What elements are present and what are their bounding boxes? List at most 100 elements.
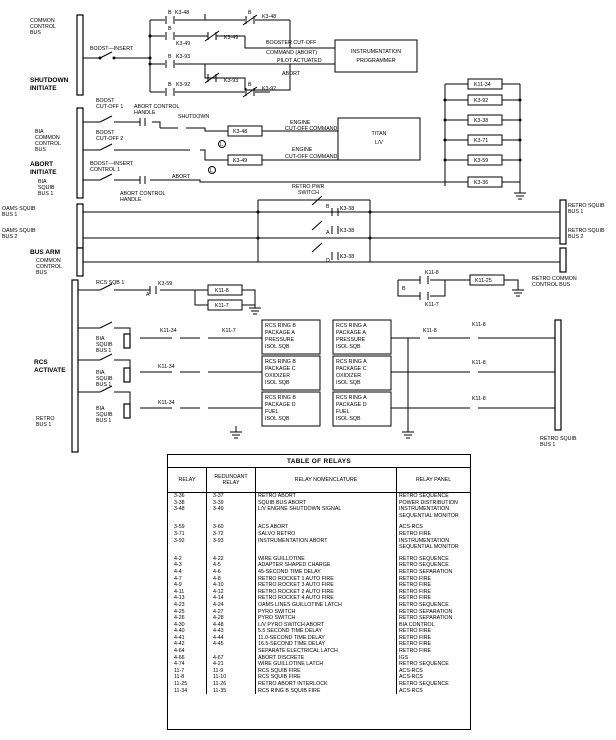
label-b: B: [168, 82, 172, 88]
cell-relay: 4-4: [168, 568, 207, 576]
label-line: CUT-OFF 1: [96, 104, 123, 110]
label-k11-8-r1b: K11-8: [472, 322, 486, 328]
switch: [99, 115, 113, 123]
node: [443, 158, 447, 162]
label-b: B: [248, 82, 252, 88]
ground-symbol: [514, 186, 526, 200]
node: [148, 34, 152, 38]
label-line: CONTROL BUS: [532, 282, 571, 288]
contact: [149, 286, 157, 294]
cell-nomenclature: [255, 544, 397, 551]
cell-relay: [168, 544, 207, 551]
label-line: COMMON: [36, 258, 61, 264]
wire: [257, 200, 371, 262]
label-line: COMMON: [30, 18, 55, 24]
cell-redundant: 11-10: [206, 674, 256, 682]
wire: [83, 121, 161, 128]
label-a: A: [326, 230, 330, 236]
node: [148, 62, 152, 66]
box-text-line: RCS RING B: [265, 359, 296, 365]
label-bia-squib-bus-1: BIA SQUIB BUS 1: [38, 179, 56, 197]
label-line: BUS: [36, 270, 47, 276]
relay-coil-k3-92: [467, 94, 503, 106]
cell-panel: ACS-RCS: [399, 667, 423, 674]
cell-redundant: [206, 512, 256, 520]
cell-relay: 3-92: [168, 537, 207, 545]
cell-relay: 4-2: [168, 550, 207, 563]
box-text-line: PRESSURE: [265, 337, 295, 343]
switch-contact: [99, 51, 113, 59]
box-text-line: PRESSURE: [336, 337, 366, 343]
bia-squib-block-2: [123, 367, 131, 383]
label-b: B: [168, 26, 172, 32]
label-command-abort: COMMAND (ABORT): [266, 50, 317, 56]
label-line: BOOST—INSERT: [90, 161, 134, 167]
header-redundant: REDUNDANT RELAY: [206, 468, 256, 493]
node: [443, 138, 447, 142]
box-outline: [334, 39, 418, 73]
k3-38-contacts: [331, 208, 339, 260]
cell-nomenclature: SALVO RETRO: [255, 530, 397, 538]
retro-squib-bus-rcs: [554, 319, 562, 431]
label-line: RETRO: [36, 416, 55, 422]
node: [443, 118, 447, 122]
cell-nomenclature: RETRO ABORT INTERLOCK: [255, 681, 397, 688]
label-k11-34-r2: K11-34: [158, 364, 175, 370]
label-line: BIA: [96, 406, 105, 412]
cell-redundant: 4-48: [206, 621, 256, 629]
cell-relay: 4-7: [168, 575, 207, 583]
bia-squib-block-3: [123, 403, 131, 419]
label-line: BUS 2: [568, 234, 583, 240]
label-line: BUS: [35, 147, 46, 153]
cell-redundant: [206, 544, 256, 551]
table-title: TABLE OF RELAYS: [168, 455, 470, 468]
cell-panel: RETRO FIRE: [399, 648, 432, 655]
cell-redundant: 4-21: [206, 661, 256, 668]
label-line: BUS 1: [96, 418, 111, 424]
node: [256, 236, 260, 240]
label-boost-cutoff-1: BOOST CUT-OFF 1: [96, 98, 123, 110]
label-oams-squib-bus-1: OAMS SQUIB BUS 1: [2, 206, 37, 218]
cell-nomenclature: 16.5-SECOND TIME DELAY: [255, 641, 397, 649]
label-l: L: [210, 168, 213, 174]
label-line: OAMS SQUIB: [2, 228, 36, 234]
label-k3-93-b: K3-93: [224, 78, 238, 84]
box-text-line: FUEL: [336, 409, 350, 415]
cell-relay: 4-66: [168, 654, 207, 662]
cell-redundant: 3-93: [206, 537, 256, 545]
initiate-text: INITIATE: [30, 169, 57, 176]
cell-panel: RETRO SEQUENCE: [399, 601, 449, 608]
box-text-line: OXIDIZER: [336, 373, 361, 379]
box-text-line: ISOL SQB: [336, 380, 361, 386]
label-boost-insert-control-1: BOOST—INSERT CONTROL 1: [90, 161, 135, 173]
oams-bus-block: [76, 203, 84, 249]
label-common-control-bus-top: COMMON CONTROL BUS: [30, 18, 57, 36]
bia-common-control-bus: [76, 107, 84, 199]
box-text-line: ISOL SQB: [265, 416, 290, 422]
cell-panel: RETRO SEPARATION: [399, 615, 453, 622]
label-line: BUS 1: [96, 348, 111, 354]
label-cutoff-command: CUT-OFF COMMAND: [285, 126, 338, 132]
cell-nomenclature: ADAPTER SHAPED CHARGE: [255, 562, 397, 569]
label-oams-squib-bus-2: OAMS SQUIB BUS 2: [2, 228, 37, 240]
cell-nomenclature: RCS SQUIB FIRE: [255, 667, 397, 675]
label-retro-bus-1: RETRO BUS 1: [36, 416, 56, 428]
table-of-relays: TABLE OF RELAYS RELAY REDUNDANT RELAY RE…: [167, 454, 471, 730]
contact-nc: [204, 72, 220, 84]
label-line: SQUIB: [96, 376, 113, 382]
cell-nomenclature: RETRO ABORT: [255, 492, 397, 500]
bus-arm-block: [76, 247, 84, 277]
oams-bus-wires: [83, 211, 560, 239]
instrumentation-programmer-box: INSTRUMENTATION PROGRAMMER: [334, 39, 418, 73]
